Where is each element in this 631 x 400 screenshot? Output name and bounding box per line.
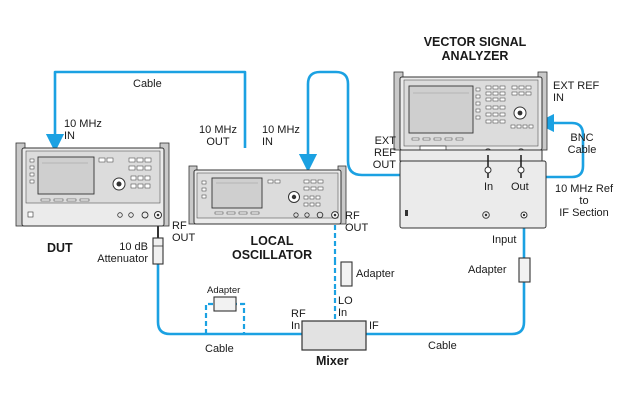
adapter-lo xyxy=(340,261,353,287)
mixer-lo-in-label: LO In xyxy=(338,295,353,319)
bnc-cable-label: BNC Cable xyxy=(567,132,597,156)
lo-rf-out-label: RF OUT xyxy=(345,210,369,234)
adapter-lo-label: Adapter xyxy=(356,268,395,280)
vsa-title: VECTOR SIGNAL ANALYZER xyxy=(423,35,527,63)
cable-bnc-loop xyxy=(535,113,585,179)
mixer-rf-in-label: RF In xyxy=(291,308,306,332)
cable-if-label: Cable xyxy=(428,340,457,352)
lo-ref-in-label: 10 MHz IN xyxy=(262,124,300,148)
adapter-dashed xyxy=(213,296,237,312)
mixer-box xyxy=(301,320,367,351)
cable-rf-label: Cable xyxy=(205,343,234,355)
lo-ref-out-label: 10 MHz OUT xyxy=(199,124,237,148)
vsa-ext-ref-out-label: EXT REF OUT xyxy=(372,135,396,171)
cable-rf-path xyxy=(156,264,302,336)
attenuator-label: 10 dB Attenuator xyxy=(97,241,148,265)
cable-if-path xyxy=(366,282,526,336)
cable-vsa-ref-to-lo xyxy=(298,70,405,177)
dut-ref-in-label: 10 MHz IN xyxy=(64,118,102,142)
dut-instrument xyxy=(15,142,170,227)
mixer-title: Mixer xyxy=(316,354,349,368)
cable-top-ref xyxy=(45,70,247,153)
adapter-input xyxy=(518,257,531,283)
vsa-ext-ref-in-label: EXT REF IN xyxy=(553,80,600,104)
vsa-out-port-label: Out xyxy=(511,181,529,193)
ref-to-if-label: 10 MHz Ref to IF Section xyxy=(554,183,614,219)
mixer-if-label: IF xyxy=(369,320,379,332)
dut-rf-out-label: RF OUT xyxy=(172,220,196,244)
vsa-in-port-label: In xyxy=(484,181,494,193)
local-oscillator-instrument xyxy=(188,165,347,225)
vsa-input-label: Input xyxy=(492,234,517,246)
vsa-instrument xyxy=(393,71,548,229)
dut-title: DUT xyxy=(47,241,73,255)
adapter-dashed-label: Adapter xyxy=(207,285,241,296)
adapter-input-label: Adapter xyxy=(468,264,507,276)
cable-top-label: Cable xyxy=(133,78,162,90)
lo-title: LOCAL OSCILLATOR xyxy=(232,234,313,262)
attenuator xyxy=(152,237,164,265)
